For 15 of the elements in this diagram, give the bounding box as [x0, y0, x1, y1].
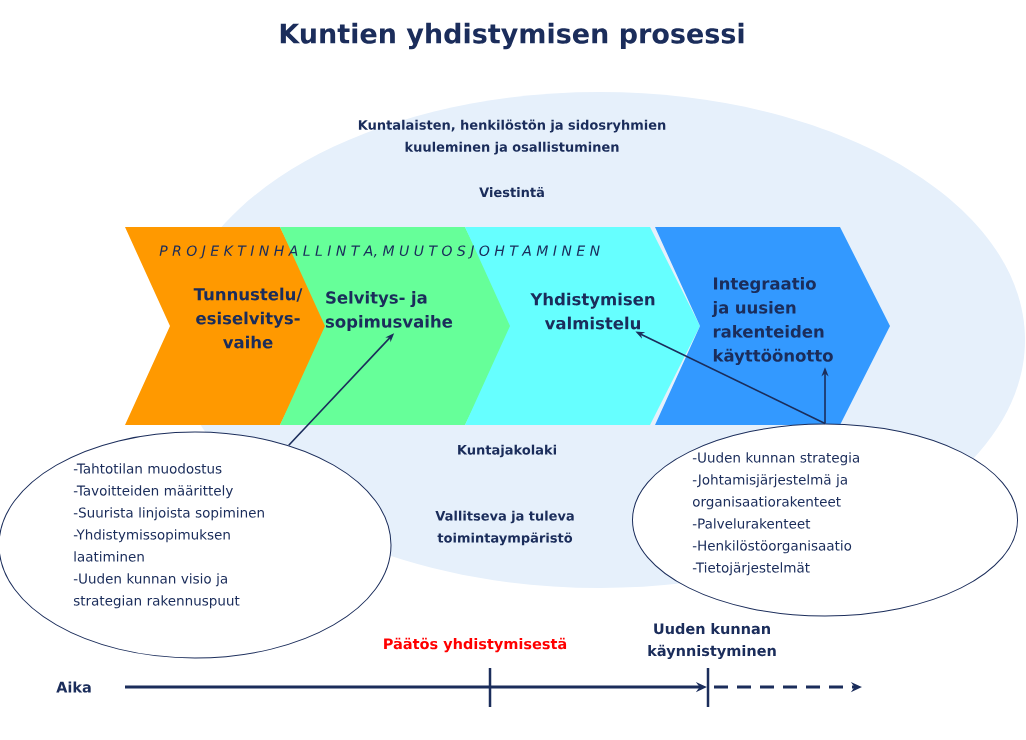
step-label: Tunnustelu/ esiselvitys- vaihe	[193, 287, 303, 349]
node-label: -Uuden kunnan strategia	[692, 452, 859, 466]
node-label: -Henkilöstöorganisaatio	[692, 540, 852, 554]
area-text: Vallitseva ja tuleva toimintaympäristö	[435, 510, 574, 546]
node-label: -Johtamisjärjestelmä ja organisaatiorakenteet	[692, 474, 847, 510]
step-label: Integraatio ja uusien rakenteiden käyttöönotto	[711, 276, 833, 366]
node-label: -Palvelurakenteet	[692, 518, 811, 529]
area-text: Viestintä	[479, 186, 544, 198]
area-text: Kuntajakolaki	[458, 444, 556, 458]
title: Kuntien yhdistymisen prosessi	[280, 22, 744, 50]
step-label: Yhdistymisen valmistelu	[530, 292, 655, 330]
area-text: Kuntalaisten, henkilöstön ja sidosryhmien kuuleminen ja osallistuminen	[358, 119, 666, 155]
node-label: -Tietojärjestelmät	[692, 562, 810, 576]
step-label: Selvitys- ja sopimusvaihe	[325, 291, 453, 331]
axis-label: Aika	[56, 681, 91, 693]
